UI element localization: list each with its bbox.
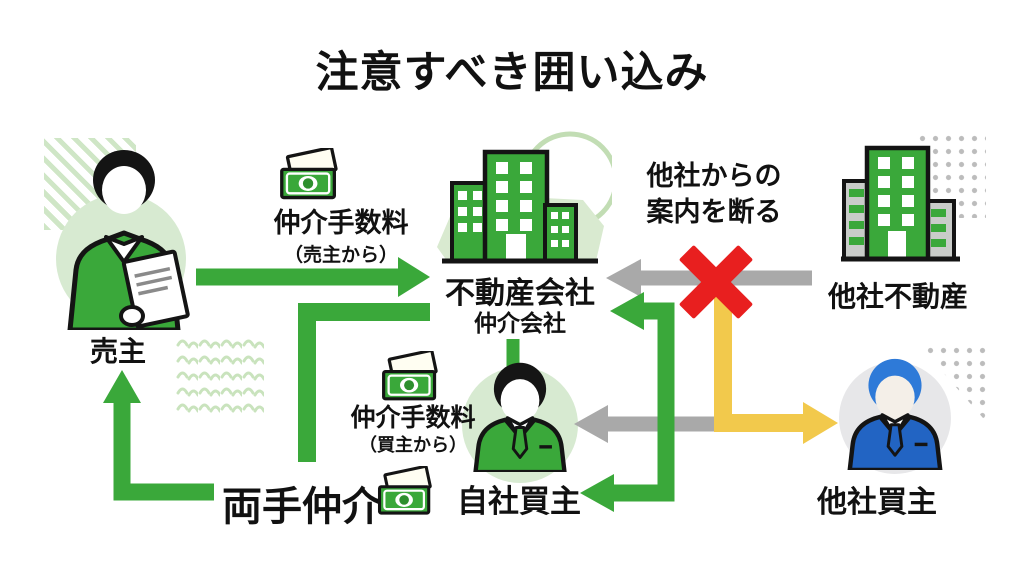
fee-from-buyer-sublabel: （買主から） [359,435,467,455]
agency-building-icon [437,131,612,264]
other-buyer-label: 他社買主 [817,486,937,519]
other-buyer-icon [847,358,943,470]
own-buyer-icon [473,362,567,472]
arrow-redirect-to-other-buyer [714,294,838,444]
fee-from-seller-label: 仲介手数料 [273,208,409,238]
money-icon-buyer-fee [382,351,438,401]
agency-label: 不動産会社 [445,277,595,310]
double-arrow-agency-own-buyer [580,292,675,512]
agency-sublabel: 仲介会社 [474,310,566,336]
money-icon-double-brokerage [377,466,432,515]
arrow-gray-to-own-buyer [574,405,726,443]
fee-from-buyer-label: 仲介手数料 [350,404,476,432]
seller-icon [67,150,190,330]
money-icon-seller-fee [280,148,338,200]
page-title: 注意すべき囲い込み [315,49,709,97]
other-agency-building-icon [841,145,960,262]
refuse-line-1: 他社からの [646,161,782,191]
other-agency-label: 他社不動産 [827,281,969,312]
arrow-agency-to-double-brokerage [298,303,430,462]
own-buyer-label: 自社買主 [457,484,581,519]
arrow-seller-to-agency [196,257,430,297]
cross-icon [679,245,753,319]
double-brokerage-label: 両手仲介 [222,485,382,529]
seller-label: 売主 [89,336,147,367]
fee-from-seller-sublabel: （売主から） [283,245,399,266]
arrow-double-brokerage-to-seller [103,370,214,501]
squiggle-pattern [176,334,264,414]
refuse-line-2: 案内を断る [646,197,782,227]
